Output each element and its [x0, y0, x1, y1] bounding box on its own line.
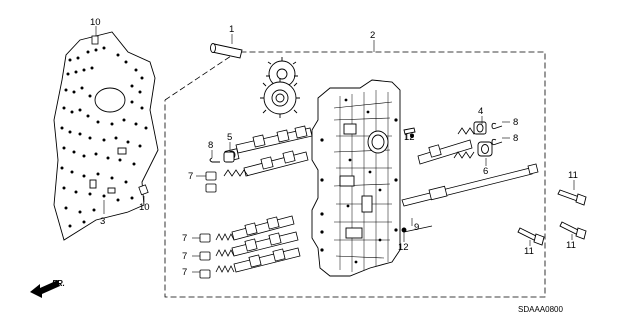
collar-4: [473, 121, 487, 135]
callout-12-bottom: 12: [398, 242, 409, 253]
callout-9: 9: [414, 222, 419, 233]
collar-5: [223, 151, 235, 163]
callout-6: 6: [483, 166, 488, 177]
callout-7-d: 7: [182, 267, 187, 278]
right-valve-group: [417, 127, 479, 165]
callout-1: 1: [229, 24, 234, 35]
callout-8-left: 8: [208, 140, 213, 151]
collar-6: [477, 141, 493, 157]
dowel-pin-top: [91, 35, 99, 45]
middle-valve-group: [223, 150, 309, 177]
callout-11-left: 11: [524, 246, 534, 257]
main-valve-body: [311, 79, 401, 277]
separator-plate: [53, 31, 159, 241]
callout-8-right-b: 8: [513, 133, 518, 144]
callout-11-right: 11: [566, 240, 576, 251]
leader-lines: [95, 26, 575, 273]
assembly-boundary: [164, 51, 546, 298]
check-pins: [401, 127, 416, 233]
retainer-plates: [199, 171, 217, 279]
shaft-pin: [210, 43, 243, 59]
front-label: FR.: [52, 279, 65, 288]
callout-4: 4: [478, 106, 483, 117]
dowel-pin-bottom: [138, 184, 149, 196]
callout-5: 5: [227, 132, 232, 143]
lower-valve-group-3: [215, 247, 301, 273]
callout-3: 3: [100, 216, 105, 227]
manual-valve-rod: [401, 163, 539, 233]
lower-valve-group-1: [215, 215, 295, 241]
callout-10-bottom: 10: [139, 202, 150, 213]
gear-assembly: [260, 57, 300, 118]
front-arrow-icon: [30, 280, 60, 298]
callout-7-c: 7: [182, 251, 187, 262]
bolt-bottom-left: [517, 227, 545, 246]
callout-12-top: 12: [404, 132, 415, 143]
clip-left: [209, 157, 220, 163]
bolt-bottom-right: [559, 221, 587, 240]
lower-valve-group-2: [215, 231, 299, 257]
callout-7-b: 7: [182, 233, 187, 244]
callout-8-right-a: 8: [513, 117, 518, 128]
clips-right: [491, 122, 503, 146]
drawing-code: SDAAA0800: [518, 305, 563, 314]
callout-7-a: 7: [188, 171, 193, 182]
callout-11-top: 11: [568, 170, 578, 181]
callout-10-top: 10: [90, 17, 101, 28]
callout-2: 2: [370, 30, 375, 41]
bolt-top: [557, 189, 587, 206]
